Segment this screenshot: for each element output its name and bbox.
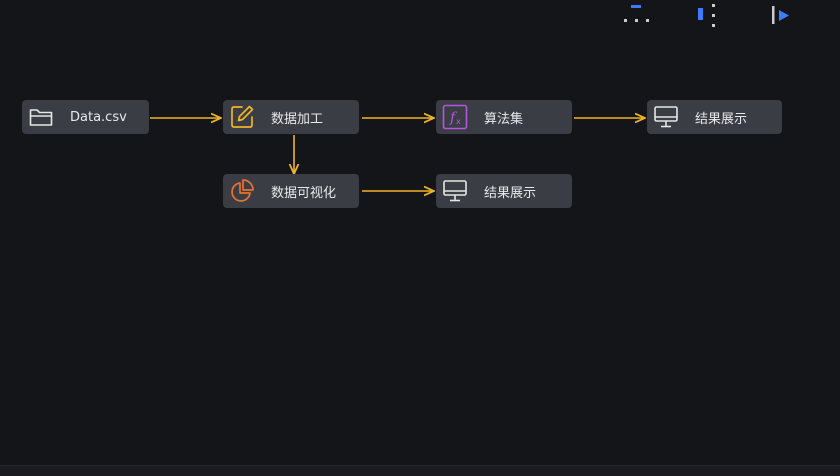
node-algorithm-set[interactable]: f x 算法集 <box>436 100 572 134</box>
node-data-visualization[interactable]: 数据可视化 <box>223 174 359 208</box>
bottom-status-bar <box>0 465 840 476</box>
node-label: 算法集 <box>484 111 524 127</box>
node-data-processing[interactable]: 数据加工 <box>223 100 359 134</box>
edit-icon <box>229 104 255 130</box>
node-data-csv[interactable]: Data.csv <box>22 100 149 134</box>
node-label: 结果展示 <box>484 185 537 201</box>
function-icon: f x <box>442 104 468 130</box>
pie-chart-icon <box>229 178 255 204</box>
layout-align-icon[interactable] <box>694 2 726 30</box>
monitor-icon <box>653 104 679 130</box>
node-result-display[interactable]: 结果展示 <box>436 174 572 208</box>
folder-icon <box>28 104 54 130</box>
svg-text:x: x <box>456 117 461 126</box>
layout-tree-icon[interactable] <box>620 2 652 30</box>
node-label: 结果展示 <box>695 111 748 127</box>
node-label: 数据可视化 <box>271 185 337 201</box>
svg-text:f: f <box>449 110 458 126</box>
node-result-display[interactable]: 结果展示 <box>647 100 782 134</box>
run-icon[interactable] <box>766 2 798 30</box>
node-label: Data.csv <box>70 109 127 125</box>
monitor-icon <box>442 178 468 204</box>
node-label: 数据加工 <box>271 111 324 127</box>
